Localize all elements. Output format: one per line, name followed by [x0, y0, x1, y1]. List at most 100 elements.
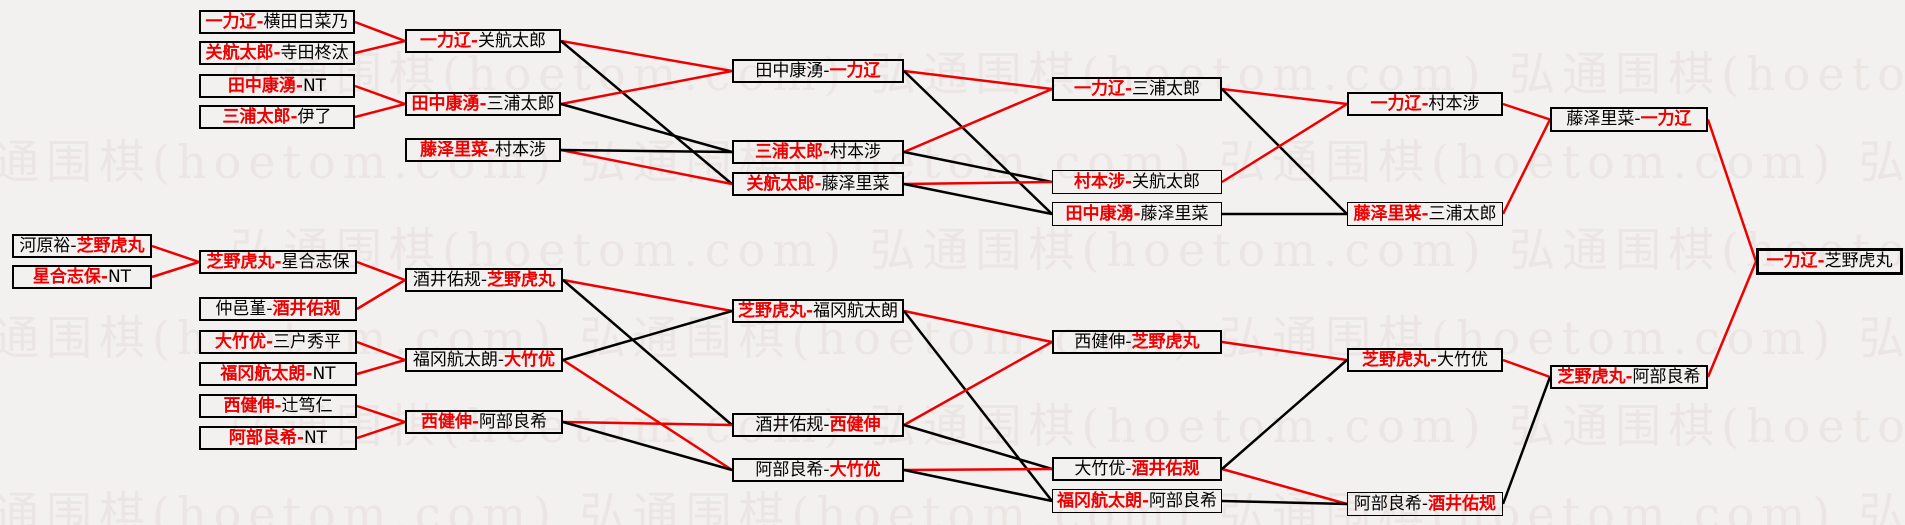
- player-name: 三浦太郎-: [754, 141, 831, 162]
- match-box-A4: 三浦太郎-伊了: [199, 105, 355, 129]
- match-box-E1: 一力辽-村本涉: [1347, 92, 1503, 116]
- player-name: 三浦太郎-: [222, 106, 298, 127]
- player-name: 大竹优: [504, 349, 556, 370]
- player-name: 芝野虎丸: [76, 235, 145, 256]
- match-box-M1: 芝野虎丸-大竹优: [1347, 348, 1503, 372]
- loser-path-line: [903, 70, 1053, 215]
- player-name: 酒井佑规: [272, 298, 341, 319]
- winner-path-line: [354, 84, 406, 106]
- match-box-B1: 一力辽-关航太郎: [405, 29, 561, 53]
- player-name: 田中康湧-: [1065, 203, 1141, 224]
- player-name: 横田日菜乃: [263, 11, 349, 32]
- match-box-I3: 大竹优-三户秀平: [199, 330, 357, 354]
- loser-path-line: [562, 279, 733, 426]
- match-box-A2: 关航太郎-寺田柊汰: [199, 41, 355, 65]
- player-name: 福冈航太朗-: [220, 363, 313, 384]
- match-box-I5: 西健伸-辻笃仁: [199, 394, 357, 418]
- player-name: 大竹优-: [1074, 458, 1132, 479]
- winner-path-line: [1502, 102, 1551, 121]
- player-name: 西健伸-: [420, 411, 480, 432]
- winner-path-line: [1221, 87, 1348, 106]
- match-box-G1: 一力辽-芝野虎丸: [1756, 248, 1903, 275]
- winner-path-line: [560, 69, 733, 106]
- player-name: 西健伸-: [223, 395, 282, 416]
- winner-path-line: [356, 404, 406, 424]
- match-box-J3: 西健伸-阿部良希: [405, 410, 563, 434]
- winner-path-line: [560, 39, 733, 73]
- loser-path-line: [560, 102, 733, 154]
- player-name: 藤泽里菜-: [1566, 109, 1641, 129]
- player-name: 寺田柊汰: [280, 42, 349, 63]
- player-name: 辻笃仁: [281, 395, 333, 416]
- match-box-K1: 芝野虎丸-福冈航太朗: [732, 299, 904, 323]
- player-name: 村本涉: [495, 139, 547, 160]
- player-name: NT: [303, 427, 328, 448]
- player-name: 一力辽-: [1370, 93, 1429, 114]
- player-name: 伊了: [297, 106, 332, 127]
- winner-path-line: [562, 420, 733, 427]
- match-box-C3: 关航太郎-藤泽里菜: [732, 172, 904, 196]
- winner-path-line: [1706, 261, 1758, 378]
- player-name: NT: [107, 266, 132, 287]
- winner-path-line: [151, 244, 200, 264]
- match-box-J1: 酒井佑规-芝野虎丸: [405, 268, 563, 292]
- player-name: NT: [302, 75, 327, 96]
- match-box-F1: 藤泽里菜-一力辽: [1550, 107, 1708, 132]
- player-name: 三浦太郎: [1428, 203, 1497, 224]
- winner-path-line: [1221, 102, 1348, 184]
- loser-path-line: [903, 150, 1053, 184]
- player-name: 关航太郎: [1132, 171, 1201, 192]
- player-name: 三浦太郎: [486, 93, 555, 114]
- winner-path-line: [903, 340, 1053, 427]
- player-name: 酒井佑规-: [755, 414, 830, 435]
- player-name: 阿部良希-: [1353, 493, 1429, 514]
- winner-path-line: [356, 260, 406, 282]
- player-name: 福冈航太朗-: [412, 349, 505, 370]
- match-box-B3: 藤泽里菜-村本涉: [405, 138, 561, 162]
- player-name: 一力辽-: [1766, 251, 1825, 271]
- loser-path-line: [1501, 376, 1552, 505]
- player-name: 芝野虎丸-: [1361, 349, 1438, 370]
- match-box-D3: 田中康湧-藤泽里菜: [1052, 202, 1222, 226]
- winner-path-line: [562, 358, 733, 472]
- player-name: 田中康湧-: [755, 60, 830, 81]
- winner-path-line: [354, 20, 406, 43]
- match-box-I1: 芝野虎丸-星合志保: [199, 250, 357, 274]
- player-name: 芝野虎丸: [487, 269, 556, 290]
- loser-path-line: [903, 310, 1053, 502]
- match-box-K3: 阿部良希-大竹优: [732, 458, 904, 482]
- player-name: 一力辽-: [205, 11, 264, 32]
- winner-path-line: [903, 69, 1053, 91]
- winner-path-line: [903, 309, 1053, 344]
- player-name: 西健伸: [829, 414, 881, 435]
- match-box-L2: 大竹优-酒井佑规: [1052, 457, 1222, 481]
- player-name: 村本涉-: [1073, 171, 1133, 192]
- winner-path-line: [356, 278, 406, 311]
- player-name: 芝野虎丸: [1824, 251, 1893, 271]
- player-name: 酒井佑规: [1428, 493, 1497, 514]
- player-name: 仲邑堇-: [215, 298, 273, 319]
- player-name: 阿部良希-: [228, 427, 304, 448]
- player-name: 芝野虎丸: [1131, 331, 1200, 352]
- loser-path-line: [560, 40, 733, 185]
- winner-path-line: [356, 340, 406, 362]
- player-name: 星合志保-: [32, 266, 108, 287]
- match-box-L1: 西健伸-芝野虎丸: [1052, 330, 1222, 354]
- match-box-I2: 仲邑堇-酒井佑规: [199, 297, 357, 321]
- loser-path-line: [560, 148, 733, 154]
- match-box-L3: 福冈航太朗-阿部良希: [1052, 489, 1222, 513]
- winner-path-line: [1706, 119, 1758, 262]
- match-box-E2: 藤泽里菜-三浦太郎: [1347, 202, 1503, 226]
- player-name: 藤泽里菜: [1140, 203, 1209, 224]
- player-name: 西健伸-: [1074, 331, 1132, 352]
- winner-path-line: [354, 39, 406, 55]
- winner-path-line: [1501, 118, 1552, 215]
- match-box-M2: 阿部良希-酒井佑规: [1347, 492, 1503, 516]
- player-name: 藤泽里菜-: [1353, 203, 1429, 224]
- player-name: 阿部良希: [479, 411, 548, 432]
- player-name: 福冈航太朗-: [1056, 490, 1150, 511]
- player-name: 芝野虎丸-: [206, 251, 282, 272]
- player-name: 三浦太郎: [1132, 78, 1201, 99]
- player-name: 一力辽: [1640, 109, 1692, 129]
